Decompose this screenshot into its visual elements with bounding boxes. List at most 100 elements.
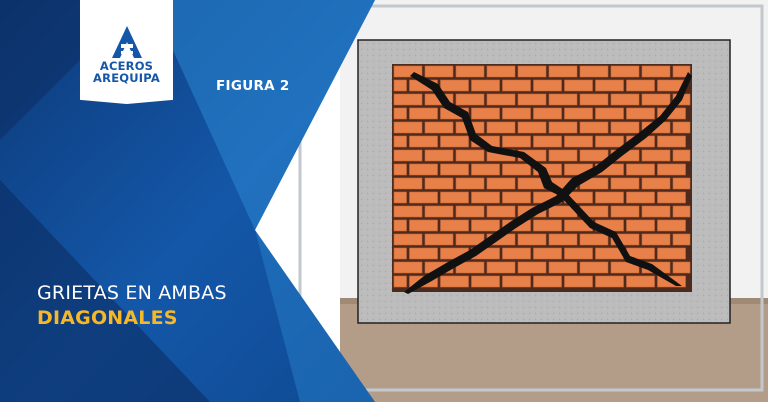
brick: [517, 121, 547, 134]
brick: [641, 65, 671, 78]
brick: [471, 79, 500, 92]
brick: [595, 107, 624, 120]
brick: [409, 191, 438, 204]
brick: [672, 149, 691, 162]
brick: [502, 191, 531, 204]
brick: [610, 261, 640, 274]
brick: [424, 205, 454, 218]
brick: [657, 219, 686, 232]
brick: [455, 149, 485, 162]
brick: [486, 177, 516, 190]
diagonal-crack-1: [410, 72, 682, 286]
brick: [409, 135, 438, 148]
brick: [533, 79, 562, 92]
brick: [641, 205, 671, 218]
brick: [502, 275, 531, 288]
brick: [548, 233, 578, 246]
brick: [393, 191, 407, 204]
bricks: [393, 65, 691, 288]
brick: [595, 191, 624, 204]
brick: [393, 247, 407, 260]
aceros-arequipa-logo-icon: [111, 26, 142, 58]
brick: [610, 233, 640, 246]
brick: [393, 121, 423, 134]
brick: [517, 93, 547, 106]
brick: [641, 93, 671, 106]
headline: GRIETAS EN AMBAS DIAGONALES: [37, 281, 227, 331]
brick: [471, 219, 500, 232]
brick: [502, 135, 531, 148]
brick: [393, 205, 423, 218]
brick: [440, 275, 469, 288]
brand-name-line-1: ACEROS: [99, 59, 154, 73]
panel-highlight: [150, 0, 375, 230]
brick: [672, 121, 691, 134]
brick: [517, 233, 547, 246]
brick: [455, 65, 485, 78]
brick: [533, 275, 562, 288]
brick: [564, 247, 593, 260]
brick: [424, 233, 454, 246]
brick: [626, 219, 655, 232]
brick: [517, 261, 547, 274]
brick: [440, 135, 469, 148]
brick: [657, 191, 686, 204]
brick: [564, 275, 593, 288]
brick: [672, 65, 691, 78]
brick: [455, 233, 485, 246]
brick: [440, 79, 469, 92]
brick: [486, 93, 516, 106]
brick: [424, 121, 454, 134]
brick: [424, 149, 454, 162]
brand-name-line-2: AREQUIPA: [93, 71, 160, 85]
brick: [486, 65, 516, 78]
brick: [641, 177, 671, 190]
brick: [595, 79, 624, 92]
brick: [533, 247, 562, 260]
brick: [393, 107, 407, 120]
brick: [440, 191, 469, 204]
brick: [409, 247, 438, 260]
brick: [409, 107, 438, 120]
brick: [502, 247, 531, 260]
brick: [641, 149, 671, 162]
brick: [471, 191, 500, 204]
brick: [657, 135, 686, 148]
brick: [579, 261, 609, 274]
brick: [471, 275, 500, 288]
brick: [424, 65, 454, 78]
brick: [579, 93, 609, 106]
brick: [610, 65, 640, 78]
brick: [393, 261, 423, 274]
brick: [672, 205, 691, 218]
brick: [548, 121, 578, 134]
brick: [626, 79, 655, 92]
brick: [610, 177, 640, 190]
brick: [626, 191, 655, 204]
brick: [502, 107, 531, 120]
brick: [486, 261, 516, 274]
brick: [610, 121, 640, 134]
brick: [455, 261, 485, 274]
brick: [548, 149, 578, 162]
brick: [657, 247, 686, 260]
brick: [579, 65, 609, 78]
brick: [579, 121, 609, 134]
brick: [502, 163, 531, 176]
brick: [471, 163, 500, 176]
headline-line-2: DIAGONALES: [37, 307, 178, 329]
brick: [455, 205, 485, 218]
brick: [393, 233, 423, 246]
brick: [548, 65, 578, 78]
brick: [409, 219, 438, 232]
brick: [548, 261, 578, 274]
brick: [393, 219, 407, 232]
brick: [626, 275, 655, 288]
brick: [641, 233, 671, 246]
brick-wall: [357, 39, 731, 324]
brick: [393, 149, 423, 162]
brick: [533, 107, 562, 120]
brick: [409, 163, 438, 176]
brick: [595, 275, 624, 288]
